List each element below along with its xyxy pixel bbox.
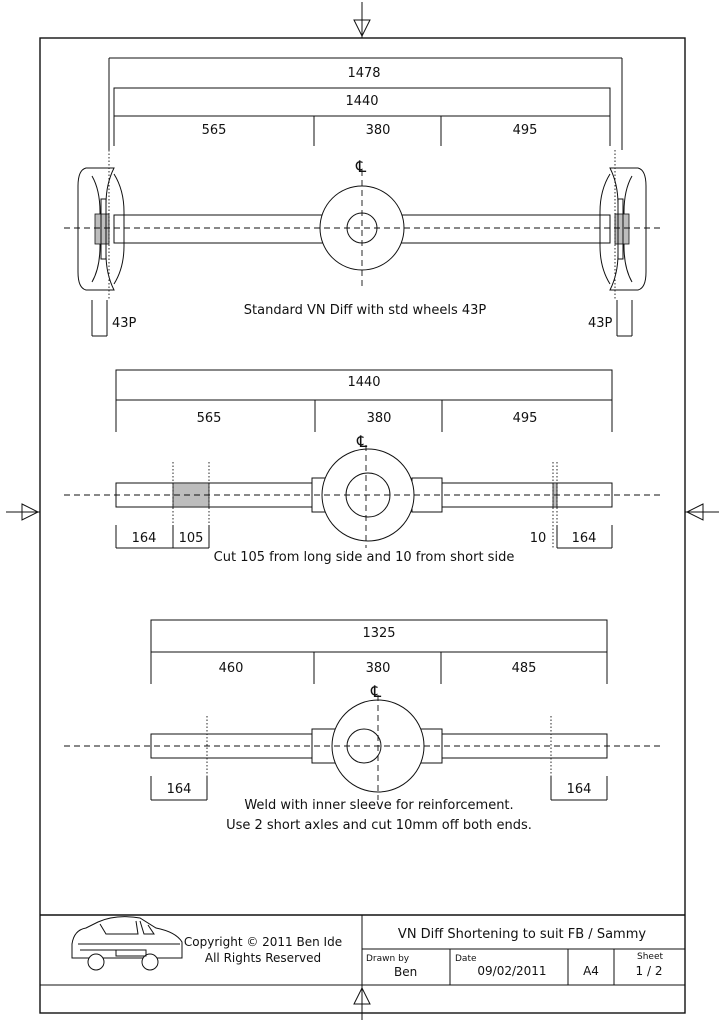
offset-label-left: 43P xyxy=(112,316,137,331)
dim-left-cut: 105 xyxy=(179,531,204,546)
dim-left-segment: 460 xyxy=(219,661,244,676)
dimension-row-segments: 565 380 495 xyxy=(115,400,613,432)
centerline-symbol: ℄ xyxy=(355,157,367,176)
view-standard-diff: 1478 1440 565 380 495 xyxy=(64,57,662,337)
dim-right-stub: 164 xyxy=(572,531,597,546)
caption-standard-diff: Standard VN Diff with std wheels 43P xyxy=(244,303,487,318)
dim-left-segment: 565 xyxy=(202,123,227,138)
top-centering-mark xyxy=(353,2,371,38)
cut-dimensions: 164 105 10 164 xyxy=(115,525,613,549)
rights-text: All Rights Reserved xyxy=(205,951,321,965)
dim-left-segment: 565 xyxy=(197,411,222,426)
dim-right-segment: 495 xyxy=(513,123,538,138)
dimension-row-segments: 565 380 495 xyxy=(113,116,611,146)
title-block: Copyright © 2011 Ben Ide All Rights Rese… xyxy=(40,914,685,986)
drawing-title: VN Diff Shortening to suit FB / Sammy xyxy=(398,927,646,942)
sheet-label: Sheet xyxy=(637,952,663,962)
stub-dimensions: 164 164 xyxy=(150,776,608,801)
bottom-centering-mark xyxy=(353,985,371,1020)
copyright-text: Copyright © 2011 Ben Ide xyxy=(184,935,342,949)
dimension-row-track: 1440 xyxy=(113,87,611,117)
dim-center-segment: 380 xyxy=(366,123,391,138)
dim-track-width: 1440 xyxy=(347,375,380,390)
dimension-row-segments: 460 380 485 xyxy=(150,652,608,684)
dim-track-width: 1440 xyxy=(345,94,378,109)
drawn-by-value: Ben xyxy=(394,965,417,979)
centerline-symbol: ℄ xyxy=(370,682,382,701)
centerline-symbol: ℄ xyxy=(356,432,368,451)
left-hub-flange xyxy=(94,213,110,245)
dim-right-segment: 495 xyxy=(513,411,538,426)
date-label: Date xyxy=(455,954,477,964)
drawn-by-label: Drawn by xyxy=(366,954,410,964)
caption-weld-line2: Use 2 short axles and cut 10mm off both … xyxy=(226,818,532,833)
dim-right-stub: 164 xyxy=(567,782,592,797)
paper-size: A4 xyxy=(583,964,599,978)
date-value: 09/02/2011 xyxy=(477,964,546,978)
right-wheel xyxy=(599,150,647,337)
car-logo xyxy=(71,916,183,971)
view-cut-positions: 1440 565 380 495 ℄ 164 105 xyxy=(64,369,662,565)
right-centering-mark xyxy=(685,503,719,521)
dim-overall-width: 1478 xyxy=(347,66,380,81)
left-wheel xyxy=(77,150,125,337)
offset-label-right: 43P xyxy=(588,316,613,331)
dimension-row-track xyxy=(115,369,613,401)
dimension-row-overall: 1478 xyxy=(108,57,623,150)
dim-right-segment: 485 xyxy=(512,661,537,676)
dim-center-segment: 380 xyxy=(366,661,391,676)
dim-center-segment: 380 xyxy=(367,411,392,426)
dim-left-stub: 164 xyxy=(132,531,157,546)
dim-left-stub: 164 xyxy=(167,782,192,797)
left-centering-mark xyxy=(6,503,40,521)
dimension-row-track xyxy=(150,619,608,653)
view-shortened-diff: 1325 460 380 485 ℄ 164 164 xyxy=(64,619,662,833)
dim-track-width: 1325 xyxy=(362,626,395,641)
diff-pinion-bore xyxy=(346,212,378,244)
sheet-number: 1 / 2 xyxy=(636,964,663,978)
dim-right-cut: 10 xyxy=(530,531,547,546)
caption-weld-line1: Weld with inner sleeve for reinforcement… xyxy=(244,798,513,813)
caption-cut-positions: Cut 105 from long side and 10 from short… xyxy=(214,550,515,565)
right-hub-flange xyxy=(614,213,630,245)
